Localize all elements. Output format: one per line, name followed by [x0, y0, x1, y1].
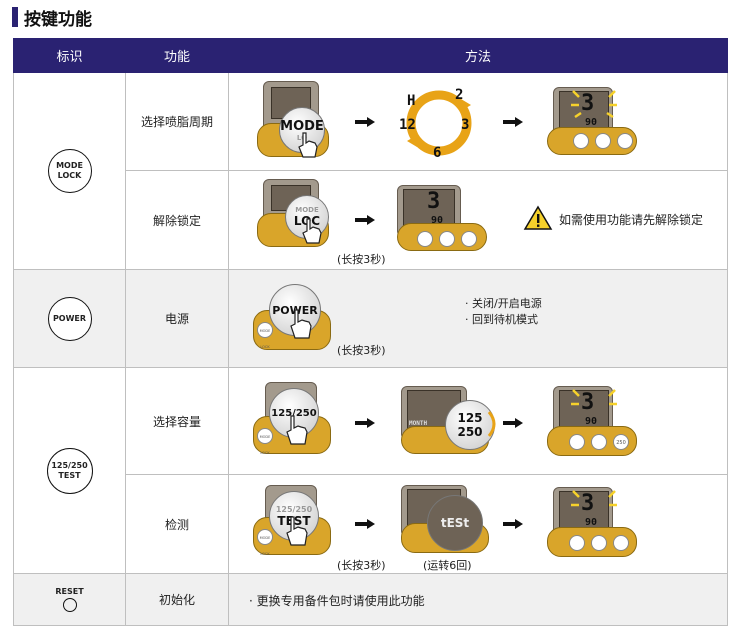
device-result: 3 90 250 [547, 386, 637, 460]
key-function-table: 标识 功能 方法 MODE LOCK 选择喷脂周期 MODE LO [13, 38, 728, 626]
display-digit: 3 [427, 189, 441, 214]
hold-note: (长按3秒) [337, 253, 386, 266]
func-select-cycle: 选择喷脂周期 [125, 72, 229, 171]
func-reset: 初始化 [125, 573, 229, 626]
header-function: 功能 [125, 38, 229, 73]
arrow-right-icon [503, 519, 523, 529]
display-value: 90 [585, 416, 598, 427]
cycle-diagram: H 2 3 6 12 [399, 83, 479, 163]
cycle-label-6: 6 [433, 145, 442, 161]
volume-indicator-button: 250 [613, 434, 629, 450]
reset-hole-icon [62, 598, 77, 612]
bullet-item: · 关闭/开启电源 [465, 297, 542, 310]
reset-badge: RESET [14, 587, 125, 612]
arrow-right-icon [355, 519, 375, 529]
hold-note: (长按3秒) [337, 344, 386, 357]
volume-zoom: 125 250 [445, 400, 495, 450]
device-result: 3 90 [397, 185, 487, 255]
arrow-right-icon [503, 117, 523, 127]
run-note: (运转6回) [423, 559, 472, 572]
cycle-label-12: 12 [399, 117, 416, 133]
power-bullets: · 关闭/开启电源 · 回到待机模式 [465, 296, 542, 328]
arrow-right-icon [355, 117, 375, 127]
device-volume-display: MONTH 125 250 [401, 386, 501, 460]
method-select-cycle: MODE LO H 2 3 6 12 [228, 72, 728, 171]
volume-test-badge: 125/250 TEST [46, 447, 93, 494]
cycle-label-2: 2 [455, 87, 464, 103]
mode-lock-cell: MODE LOCK [13, 72, 126, 270]
header-method: 方法 [228, 38, 728, 73]
hand-pointer-icon [302, 218, 322, 244]
device-result: 3 90 [547, 487, 637, 561]
hand-pointer-icon [286, 415, 308, 445]
volume-button: 125/250 [269, 388, 319, 438]
mode-lock-badge: MODE LOCK [47, 149, 92, 193]
blink-spark-icon [571, 90, 617, 119]
display-value: 90 [431, 215, 444, 226]
warning-icon [523, 205, 553, 230]
title-accent-bar [12, 7, 18, 27]
device-illustration: MODE LOCK POWER [253, 280, 333, 356]
section-title: 按键功能 [12, 6, 92, 30]
mode-lock-small-button: MODE LOCK [257, 322, 273, 349]
reset-note: · 更换专用备件包时请使用此功能 [249, 594, 425, 608]
header-identifier: 标识 [13, 38, 126, 73]
hold-note: (长按3秒) [337, 559, 386, 572]
device-illustration: MODE LOC [257, 179, 329, 251]
arrow-right-icon [503, 418, 523, 428]
method-test: MODE LOCK 125/250 TEST (长按3秒) tESt (运转6回… [228, 474, 728, 574]
device-illustration: MODE LOCK 125/250 [253, 382, 333, 462]
device-test-display: tESt [401, 485, 501, 557]
mode-lock-small-button: MODE LOCK [257, 529, 273, 556]
device-illustration: MODE LOCK 125/250 TEST [253, 485, 333, 561]
cycle-label-3: 3 [461, 117, 470, 133]
display-value: 90 [585, 517, 598, 528]
hand-pointer-icon [298, 132, 318, 158]
func-select-volume: 选择容量 [125, 367, 229, 475]
power-badge: POWER [47, 296, 92, 341]
device-result: 3 90 [547, 87, 637, 159]
test-display-zoom: tESt [427, 495, 483, 551]
bullet-item: · 回到待机模式 [465, 313, 538, 326]
arrow-right-icon [355, 215, 375, 225]
blink-spark-icon [571, 389, 617, 406]
func-power: 电源 [125, 269, 229, 368]
reset-cell: RESET [13, 573, 126, 626]
arrow-right-icon [355, 418, 375, 428]
method-select-volume: MODE LOCK 125/250 MONTH 125 250 [228, 367, 728, 475]
cycle-label-h: H [407, 93, 416, 109]
power-cell: POWER [13, 269, 126, 368]
method-reset: · 更换专用备件包时请使用此功能 [228, 573, 728, 626]
display-digit: 3 [581, 91, 595, 116]
volume-test-cell: 125/250 TEST [13, 367, 126, 574]
method-power: MODE LOCK POWER (长按3秒) · 关闭/开启电源 · 回到待机模… [228, 269, 728, 368]
func-test: 检测 [125, 474, 229, 574]
rotate-arrow-icon [487, 411, 496, 437]
device-illustration: MODE LO [257, 81, 329, 163]
cycle-ring-icon [406, 90, 472, 156]
page-title: 按键功能 [24, 9, 92, 30]
month-label: MONTH [409, 420, 428, 427]
mode-lock-small-button: MODE LOCK [257, 428, 273, 455]
method-unlock: MODE LOC (长按3秒) 3 90 如需使用功能请先解除锁定 [228, 170, 728, 270]
display-digit: 3 [581, 390, 595, 415]
hand-pointer-icon [286, 516, 308, 546]
blink-spark-icon [571, 490, 617, 507]
display-value: 90 [585, 117, 598, 128]
hand-pointer-icon [290, 309, 312, 339]
warning-text: 如需使用功能请先解除锁定 [559, 213, 704, 227]
func-unlock: 解除锁定 [125, 170, 229, 270]
display-digit: 3 [581, 491, 595, 516]
